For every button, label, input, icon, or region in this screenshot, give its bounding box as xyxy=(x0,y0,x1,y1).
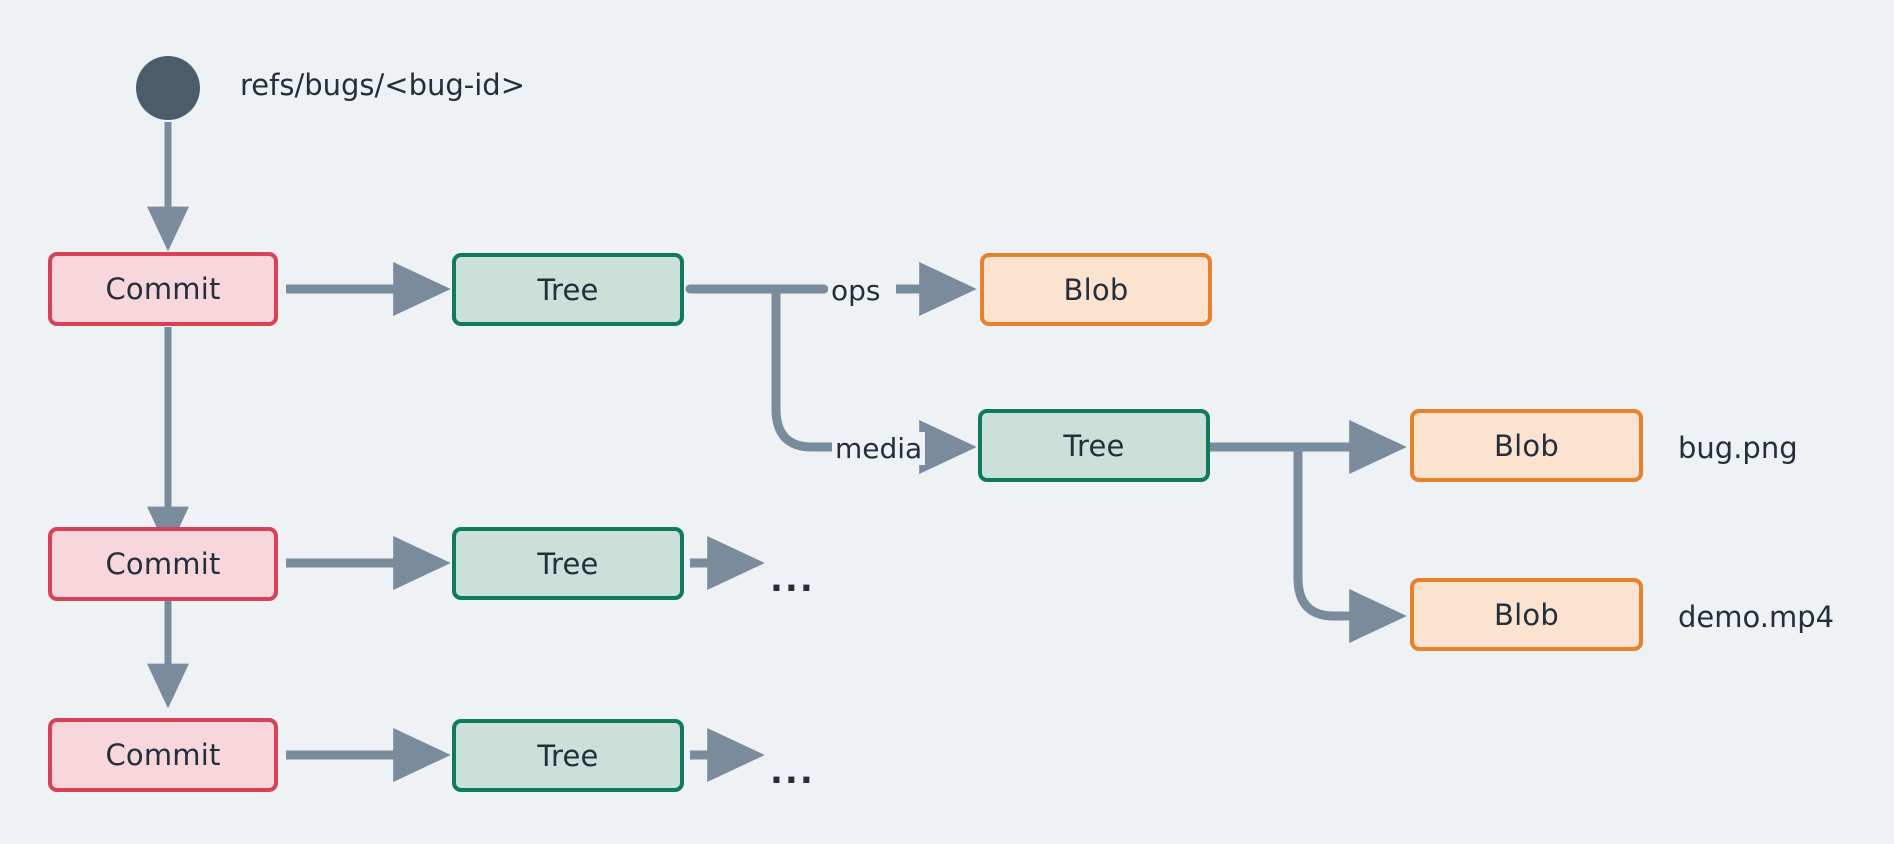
ref-label: refs/bugs/<bug-id> xyxy=(240,68,526,102)
node-tree-root-2-label: Tree xyxy=(537,546,599,581)
node-commit-1-label: Commit xyxy=(105,272,221,306)
node-blob-ops-label: Blob xyxy=(1063,272,1129,307)
node-blob-demo-mp4[interactable]: Blob xyxy=(1410,578,1643,651)
node-tree-root-2[interactable]: Tree xyxy=(452,527,684,600)
ellipsis-row-3: ... xyxy=(770,752,815,792)
node-tree-root-1-label: Tree xyxy=(537,272,599,307)
node-blob-demo-mp4-label: Blob xyxy=(1494,597,1559,632)
node-tree-root-3[interactable]: Tree xyxy=(452,719,684,792)
file-label-bug-png: bug.png xyxy=(1678,431,1798,465)
node-commit-2[interactable]: Commit xyxy=(48,527,278,601)
node-blob-bug-png[interactable]: Blob xyxy=(1410,409,1643,482)
node-commit-3-label: Commit xyxy=(105,738,221,772)
node-commit-2-label: Commit xyxy=(105,547,221,581)
edge-label-media: media xyxy=(832,432,926,465)
node-commit-3[interactable]: Commit xyxy=(48,718,278,792)
node-commit-1[interactable]: Commit xyxy=(48,252,278,326)
node-tree-root-1[interactable]: Tree xyxy=(452,253,684,326)
node-blob-bug-png-label: Blob xyxy=(1494,428,1559,463)
ellipsis-row-2: ... xyxy=(770,560,815,600)
node-blob-ops[interactable]: Blob xyxy=(980,253,1212,326)
file-label-demo-mp4: demo.mp4 xyxy=(1678,600,1835,634)
node-tree-root-3-label: Tree xyxy=(537,738,599,773)
edge-label-ops: ops xyxy=(828,274,884,307)
node-tree-media[interactable]: Tree xyxy=(978,409,1210,482)
node-tree-media-label: Tree xyxy=(1063,428,1125,463)
ref-pointer-dot[interactable] xyxy=(136,56,200,120)
